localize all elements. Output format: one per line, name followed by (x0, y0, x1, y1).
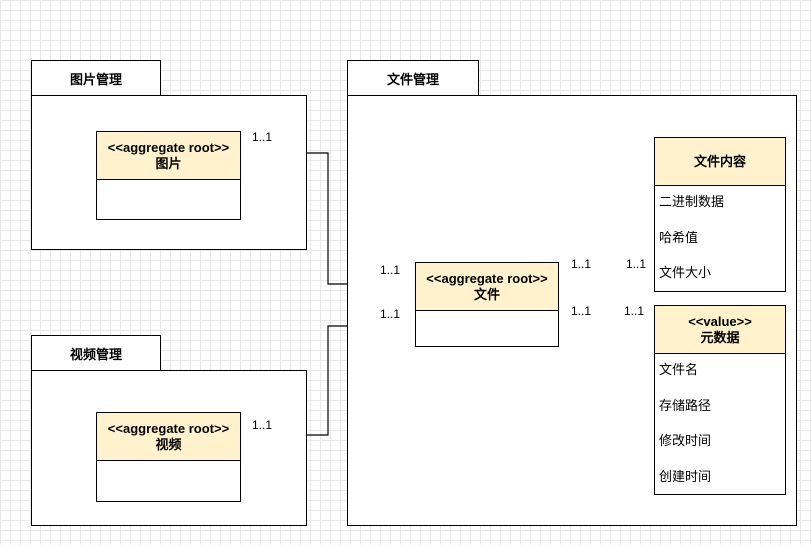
class-image-header: <<aggregate root>> 图片 (97, 132, 240, 180)
attribute-storage-path: 存储路径 (659, 398, 712, 413)
class-file-stereotype: <<aggregate root>> (426, 270, 548, 286)
attribute-binary-data: 二进制数据 (659, 194, 725, 209)
class-file-content[interactable]: 文件内容 二进制数据 哈希值 文件大小 (654, 137, 786, 292)
class-metadata-stereotype: <<value>> (688, 313, 752, 329)
class-metadata[interactable]: <<value>> 元数据 文件名 存储路径 修改时间 创建时间 (654, 305, 786, 495)
class-file-header: <<aggregate root>> 文件 (416, 263, 558, 311)
attribute-file-size: 文件大小 (659, 265, 712, 280)
package-tab-image: 图片管理 (31, 60, 161, 96)
class-image-stereotype: <<aggregate root>> (107, 139, 230, 155)
attribute-file-name: 文件名 (659, 362, 699, 377)
class-image[interactable]: <<aggregate root>> 图片 (96, 131, 241, 220)
class-video-header: <<aggregate root>> 视频 (97, 413, 240, 461)
class-image-name: 图片 (155, 155, 182, 171)
class-file-content-name: 文件内容 (693, 153, 746, 169)
multiplicity-video-end: 1..1 (252, 418, 273, 432)
multiplicity-metadata-end: 1..1 (624, 304, 645, 318)
attribute-hash: 哈希值 (659, 230, 699, 245)
package-tab-video: 视频管理 (31, 335, 161, 371)
class-file[interactable]: <<aggregate root>> 文件 (415, 262, 559, 347)
multiplicity-file-from-image: 1..1 (380, 263, 401, 277)
package-title-image: 图片管理 (69, 71, 122, 87)
package-tab-file: 文件管理 (347, 60, 479, 96)
class-metadata-name: 元数据 (700, 329, 740, 345)
class-video[interactable]: <<aggregate root>> 视频 (96, 412, 241, 502)
attribute-modified-time: 修改时间 (659, 433, 712, 448)
multiplicity-file-from-video: 1..1 (380, 307, 401, 321)
multiplicity-content-end: 1..1 (626, 257, 647, 271)
package-title-file: 文件管理 (386, 71, 439, 87)
class-metadata-header: <<value>> 元数据 (655, 306, 785, 354)
multiplicity-file-to-content: 1..1 (571, 257, 592, 271)
class-file-content-header: 文件内容 (655, 138, 785, 186)
class-file-name: 文件 (473, 286, 500, 302)
class-video-name: 视频 (155, 436, 182, 452)
class-video-stereotype: <<aggregate root>> (107, 420, 230, 436)
multiplicity-file-to-metadata: 1..1 (571, 304, 592, 318)
package-title-video: 视频管理 (69, 346, 122, 362)
multiplicity-image-end: 1..1 (252, 130, 273, 144)
attribute-created-time: 创建时间 (659, 469, 712, 484)
